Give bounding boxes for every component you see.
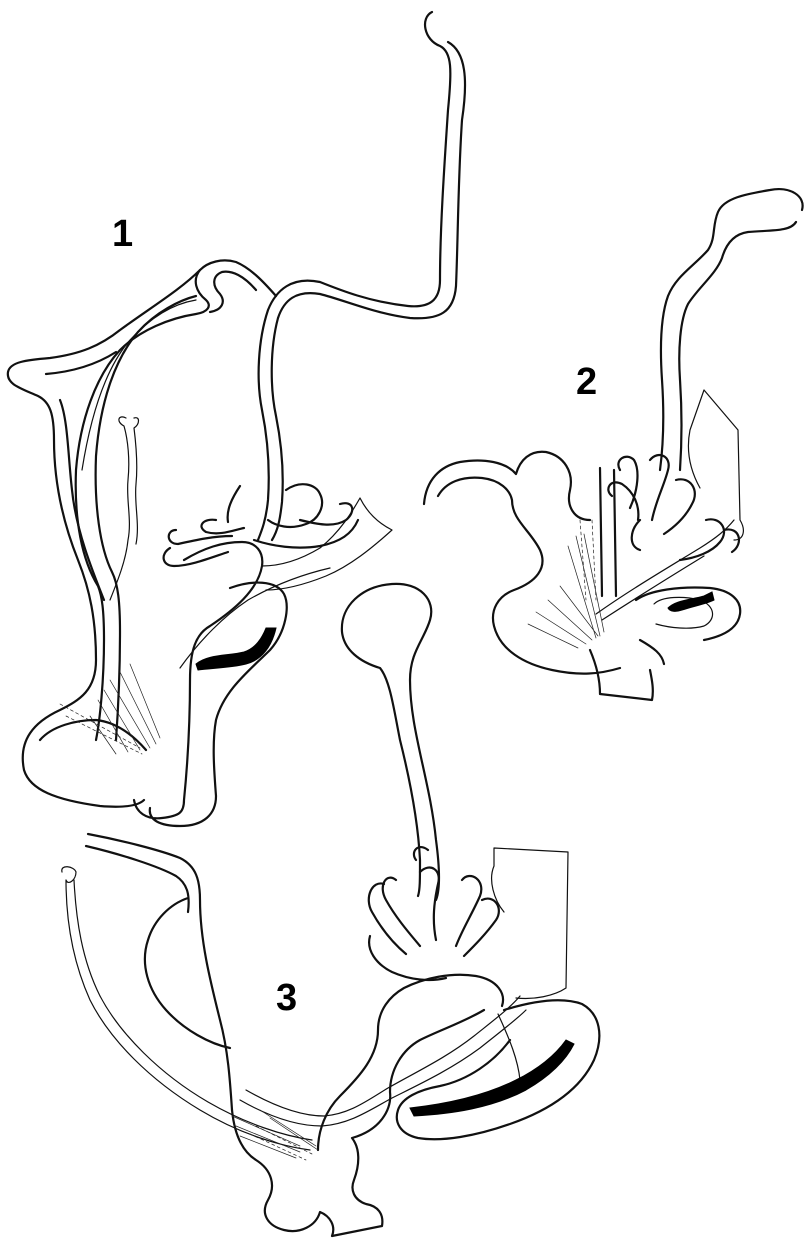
figure-1: 1	[8, 12, 465, 826]
figure-1-outer-inner-outline	[40, 352, 146, 750]
figure-3-right-lobe	[397, 1000, 600, 1139]
figure-3-upper-sac	[318, 975, 503, 1150]
figure-3-sclerite	[410, 1040, 574, 1116]
figure-3: 3	[62, 584, 600, 1236]
figure-3-right-lobe-inner	[498, 1014, 520, 1080]
figure-1-long-duct	[258, 12, 465, 540]
figure-1-lower-body	[134, 542, 287, 826]
figure-1-left-loop	[76, 260, 276, 740]
figure-3-left-arm	[86, 834, 232, 1110]
figure-2-left-body	[424, 452, 620, 674]
figure-2-sclerite	[668, 592, 714, 611]
figure-2: 2	[424, 189, 803, 700]
figure-2-upper-duct	[660, 189, 803, 470]
figure-1-label: 1	[112, 213, 133, 255]
figure-3-finger-glands	[369, 847, 499, 980]
figure-2-diagonal-duct	[596, 520, 734, 620]
figure-2-box	[688, 390, 743, 540]
figure-2-label: 2	[576, 361, 597, 403]
figure-2-striations-dashed	[580, 520, 596, 600]
figure-1-thin-duct	[110, 417, 139, 600]
figure-1-thin-duct-upper	[82, 300, 196, 470]
figure-2-glands	[608, 455, 739, 560]
figure-3-label: 3	[276, 977, 297, 1019]
figure-3-box	[492, 848, 568, 999]
figure-3-lower-body	[232, 1010, 484, 1236]
figure-1-left-loop-inner	[96, 272, 256, 740]
figure-3-thin-duct	[62, 867, 312, 1150]
figure-2-lower-body	[590, 468, 740, 700]
figure-3-club-lobe	[342, 584, 439, 900]
figure-1-outer-outline	[8, 270, 200, 807]
figure-3-striations-dashed	[250, 1126, 312, 1160]
